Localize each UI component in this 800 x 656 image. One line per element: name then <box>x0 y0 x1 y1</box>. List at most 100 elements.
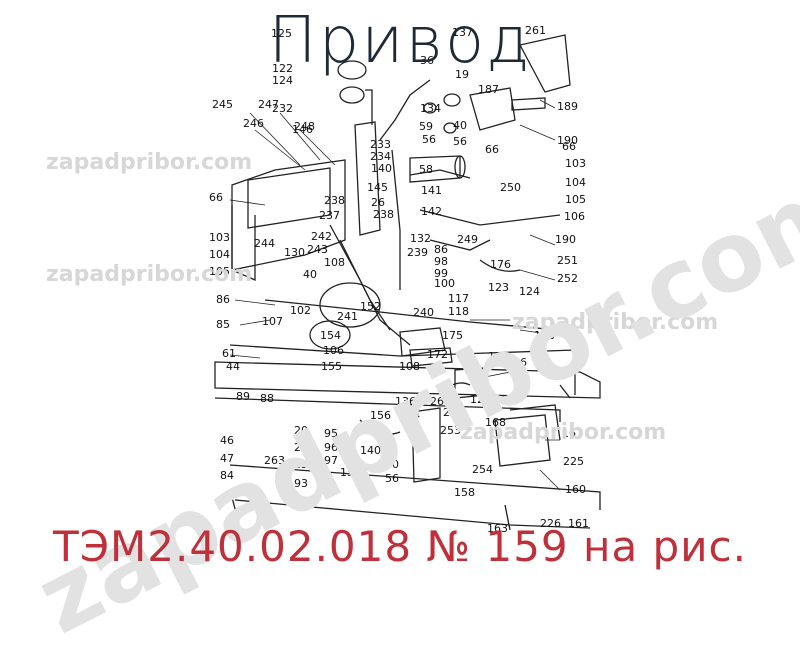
callout-label: 40 <box>385 458 399 471</box>
callout-label: 163 <box>487 522 508 535</box>
callout-label: 140 <box>360 444 381 457</box>
callout-label: 176 <box>490 258 511 271</box>
callout-label: 105 <box>209 265 230 278</box>
callout-label: 19 <box>455 68 469 81</box>
lever <box>359 419 401 435</box>
rod <box>391 149 401 290</box>
callout-label: 239 <box>407 246 428 259</box>
frame-line <box>234 499 591 529</box>
callout-label: 187 <box>478 83 499 96</box>
callout-label: 40 <box>453 119 467 132</box>
callout-label: 24 <box>443 406 457 419</box>
callout-label: 160 <box>565 483 586 496</box>
cylinder <box>399 327 446 357</box>
callout-label: 98 <box>434 255 448 268</box>
pipe <box>504 504 511 531</box>
callout-label: 154 <box>320 329 341 342</box>
callout-label: 40 <box>303 268 317 281</box>
callout-label: 66 <box>485 143 499 156</box>
pipe <box>559 384 571 399</box>
callout-label: 243 <box>307 243 328 256</box>
callout-label: 104 <box>565 176 586 189</box>
callout-label: 23 <box>294 458 308 471</box>
callout-label: 172 <box>427 348 448 361</box>
callout-label: 56 <box>385 472 399 485</box>
callout-label: 175 <box>442 329 463 342</box>
page-title: Привод <box>268 4 532 78</box>
callout-label: 93 <box>294 477 308 490</box>
callout-label: 168 <box>485 416 506 429</box>
callout-label: 233 <box>370 138 391 151</box>
callout-label: 249 <box>457 233 478 246</box>
callout-label: 20 <box>294 424 308 437</box>
callout-label: 130 <box>284 246 305 259</box>
frame-line <box>229 464 601 510</box>
callout-label: 225 <box>563 455 584 468</box>
callout-label: 95 <box>324 427 338 440</box>
callout-label: 190 <box>557 134 578 147</box>
washer <box>443 93 461 107</box>
callout-label: 59 <box>419 120 433 133</box>
washer <box>423 102 437 114</box>
top-knob <box>337 60 367 80</box>
callout-label: 137 <box>452 26 473 39</box>
callout-label: 246 <box>243 117 264 130</box>
callout-label: 66 <box>209 191 223 204</box>
callout-label: 247 <box>258 98 279 111</box>
rod <box>419 209 561 226</box>
callout-label: 157 <box>340 466 361 479</box>
callout-label: 245 <box>212 98 233 111</box>
callout-label: 238 <box>373 208 394 221</box>
callout-label: 103 <box>565 157 586 170</box>
washer <box>443 122 457 134</box>
rod <box>339 239 391 331</box>
mechanism <box>309 320 351 350</box>
callout-label: 244 <box>254 237 275 250</box>
bracket <box>469 87 516 131</box>
callout-label: 260 <box>430 395 451 408</box>
callout-label: 22 <box>294 441 308 454</box>
callout-label: 106 <box>323 344 344 357</box>
callout-label: 173 <box>488 350 509 363</box>
callout-label: 226 <box>540 517 561 530</box>
technical-drawing: 1251221242321462482472462456610310410586… <box>209 24 601 535</box>
frame-line <box>264 299 581 333</box>
pipe <box>229 489 239 521</box>
rod <box>379 79 431 141</box>
callout-label: 36 <box>420 54 434 67</box>
callout-label: 12 <box>470 393 484 406</box>
callout-label: 86 <box>216 293 230 306</box>
callout-label: 56 <box>422 133 436 146</box>
callout-label: 140 <box>371 162 392 175</box>
callout-label: 134 <box>420 102 441 115</box>
lever <box>439 382 471 396</box>
drawing-lines <box>214 34 601 531</box>
callout-label: 56 <box>453 135 467 148</box>
callout-label: 178 <box>534 329 555 342</box>
callout-label: 250 <box>500 181 521 194</box>
callout-label: 238 <box>324 194 345 207</box>
callout-label: 105 <box>565 193 586 206</box>
callout-label: 170 <box>487 393 508 406</box>
callout-label: 237 <box>319 209 340 222</box>
callout-label: 47 <box>220 452 234 465</box>
pump <box>494 414 551 467</box>
callout-label: 96 <box>324 441 338 454</box>
callout-label: 125 <box>271 27 292 40</box>
callout-label: 100 <box>434 277 455 290</box>
callout-label: 146 <box>292 123 313 136</box>
callout-label: 84 <box>220 469 234 482</box>
callout-label: 141 <box>421 184 442 197</box>
valve <box>411 407 441 483</box>
valve <box>454 367 486 399</box>
column <box>354 121 381 236</box>
watermark-text: zapadpribor.com <box>46 262 253 287</box>
watermark-text: zapadpribor.com <box>46 150 253 175</box>
part-caption: ТЭМ2.40.02.018 № 159 на рис. <box>53 522 747 571</box>
callout-label: 252 <box>557 272 578 285</box>
frame-line <box>229 344 576 395</box>
callout-label: 152 <box>360 300 381 313</box>
callout-label: 46 <box>220 434 234 447</box>
cabinet-panel <box>247 167 331 229</box>
